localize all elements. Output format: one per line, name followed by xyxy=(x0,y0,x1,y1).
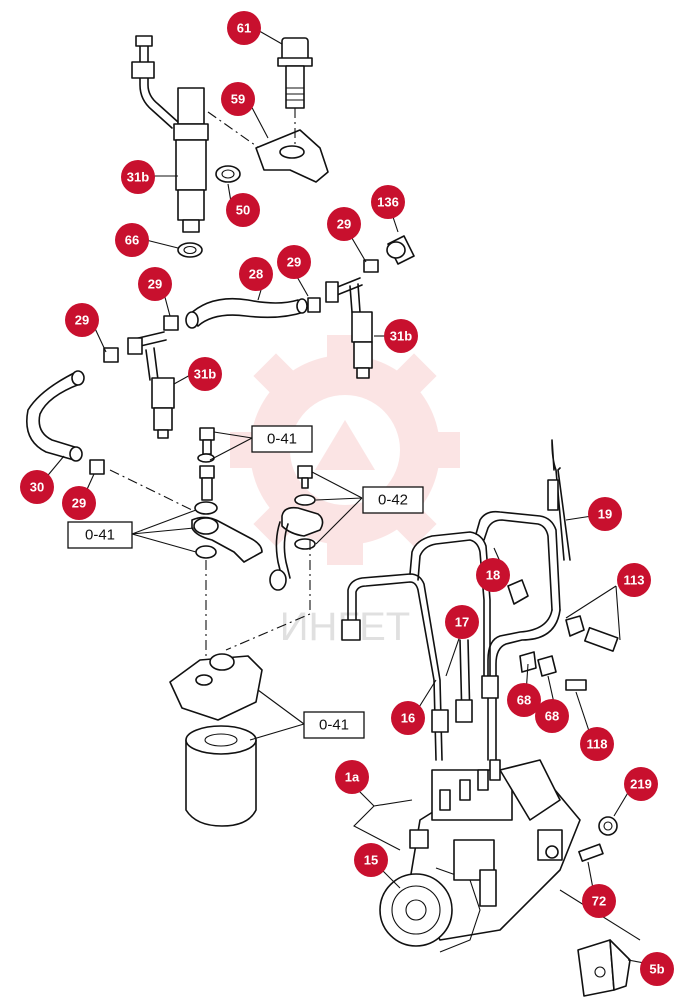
svg-text:0-41: 0-41 xyxy=(267,431,297,448)
reference-boxes: 0-41 0-42 0-41 0-41 xyxy=(67,425,424,739)
callout-16: 16 xyxy=(391,701,425,735)
svg-text:136: 136 xyxy=(377,195,399,210)
callout-29: 29 xyxy=(138,267,172,301)
svg-text:30: 30 xyxy=(30,480,44,495)
banjo-fittings xyxy=(191,427,324,660)
svg-text:0-42: 0-42 xyxy=(378,492,408,509)
svg-text:18: 18 xyxy=(486,568,500,583)
callout-113: 113 xyxy=(617,563,651,597)
callout-59: 59 xyxy=(221,82,255,116)
callout-136: 136 xyxy=(371,185,405,219)
callout-18: 18 xyxy=(476,558,510,592)
svg-text:19: 19 xyxy=(598,507,612,522)
callout-50: 50 xyxy=(226,193,260,227)
svg-text:17: 17 xyxy=(455,615,469,630)
svg-text:31b: 31b xyxy=(390,329,412,344)
callout-19: 19 xyxy=(588,497,622,531)
callout-28: 28 xyxy=(239,257,273,291)
svg-text:28: 28 xyxy=(249,267,263,282)
callout-31b: 31b xyxy=(384,319,418,353)
callout-72: 72 xyxy=(582,884,616,918)
callout-31b: 31b xyxy=(188,357,222,391)
callout-29: 29 xyxy=(62,486,96,520)
callout-29: 29 xyxy=(277,245,311,279)
svg-text:15: 15 xyxy=(364,853,378,868)
svg-text:29: 29 xyxy=(72,496,86,511)
reference-box-0-42: 0-42 xyxy=(362,486,424,514)
svg-text:0-41: 0-41 xyxy=(85,527,115,544)
svg-text:50: 50 xyxy=(236,203,250,218)
svg-text:16: 16 xyxy=(401,711,415,726)
svg-text:1a: 1a xyxy=(345,770,360,785)
injection-pipes xyxy=(341,439,619,761)
svg-text:5b: 5b xyxy=(649,962,664,977)
injector-assembly-right xyxy=(325,235,415,379)
svg-text:118: 118 xyxy=(587,737,608,752)
svg-text:113: 113 xyxy=(624,573,645,588)
injector-assembly-top xyxy=(131,35,329,258)
reference-box-0-41: 0-41 xyxy=(303,711,365,739)
svg-text:31b: 31b xyxy=(127,170,149,185)
reference-box-0-41: 0-41 xyxy=(251,425,313,453)
svg-text:29: 29 xyxy=(148,277,162,292)
svg-text:68: 68 xyxy=(545,709,559,724)
svg-text:59: 59 xyxy=(231,92,245,107)
callout-29: 29 xyxy=(65,303,99,337)
leader-lines xyxy=(43,27,651,965)
callout-15: 15 xyxy=(354,843,388,877)
svg-text:72: 72 xyxy=(592,894,606,909)
callout-219: 219 xyxy=(624,767,658,801)
callout-68: 68 xyxy=(535,699,569,733)
svg-text:61: 61 xyxy=(237,21,251,36)
callout-118: 118 xyxy=(580,727,614,761)
callout-66: 66 xyxy=(115,223,149,257)
svg-text:31b: 31b xyxy=(194,367,216,382)
callout-31b: 31b xyxy=(121,160,155,194)
injection-pump xyxy=(379,759,641,997)
svg-text:66: 66 xyxy=(125,233,139,248)
svg-text:0-41: 0-41 xyxy=(319,717,349,734)
callout-1a: 1a xyxy=(335,760,369,794)
reference-box-0-41: 0-41 xyxy=(67,521,133,549)
callouts: 61 59 31b 50 66 136 29 28 29 29 31b 29 3… xyxy=(20,11,674,986)
svg-text:68: 68 xyxy=(517,693,531,708)
callout-68: 68 xyxy=(507,683,541,717)
svg-text:29: 29 xyxy=(337,217,351,232)
callout-5b: 5b xyxy=(640,952,674,986)
callout-61: 61 xyxy=(227,11,261,45)
callout-17: 17 xyxy=(445,605,479,639)
fuel-filter-assembly xyxy=(169,653,263,827)
callout-29: 29 xyxy=(327,207,361,241)
svg-text:29: 29 xyxy=(287,255,301,270)
leak-off-hose-assembly xyxy=(26,297,321,511)
callout-30: 30 xyxy=(20,470,54,504)
svg-text:219: 219 xyxy=(630,777,652,792)
svg-text:29: 29 xyxy=(75,313,89,328)
